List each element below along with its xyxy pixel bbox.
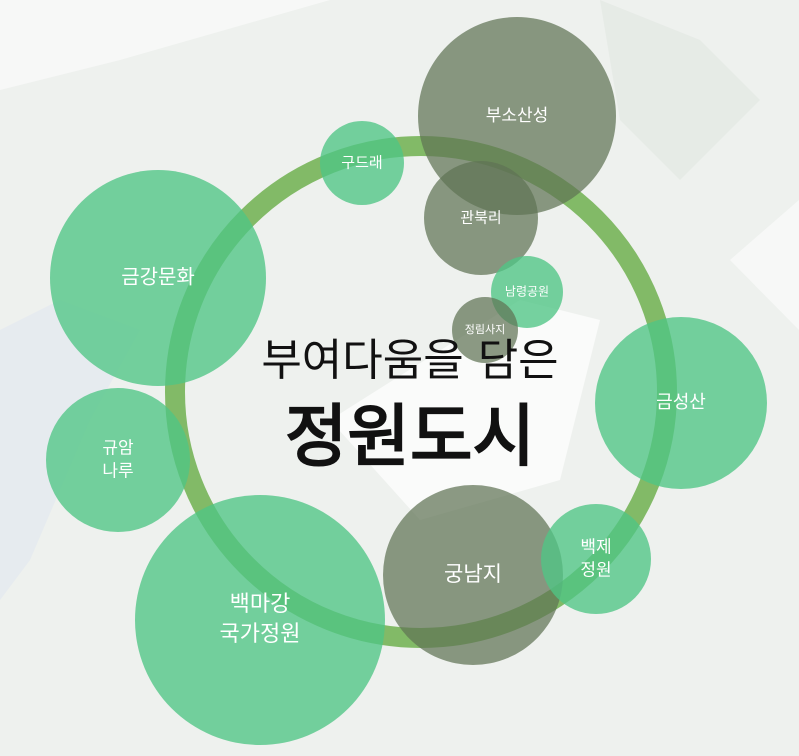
place-circle xyxy=(541,504,651,614)
place-label: 부소산성 xyxy=(486,106,549,126)
place-gudeurae: 구드래 xyxy=(320,121,404,205)
place-geumseongsan: 금성산 xyxy=(595,317,767,489)
place-label: 금강문화 xyxy=(121,265,195,289)
place-label: 백마강 xyxy=(230,592,291,617)
place-label: 남령공원 xyxy=(505,285,549,299)
title: 부여다움을 담은 정원도시 xyxy=(261,335,558,477)
place-gwanbukri: 관북리 xyxy=(424,161,538,275)
place-label: 구드래 xyxy=(341,154,382,172)
place-label: 금성산 xyxy=(656,392,706,413)
place-label: 궁남지 xyxy=(444,562,502,586)
place-circle xyxy=(46,388,190,532)
place-circle xyxy=(424,161,538,275)
place-circle xyxy=(320,121,404,205)
place-geumgang: 금강문화 xyxy=(50,170,266,386)
title-line1: 부여다움을 담은 xyxy=(261,335,558,386)
place-circle xyxy=(383,485,563,665)
title-line2: 정원도시 xyxy=(285,398,535,477)
place-label: 나루 xyxy=(102,461,133,481)
place-label: 정원 xyxy=(580,560,611,580)
place-jeongrimsaji: 정림사지 xyxy=(452,297,518,363)
place-label: 정림사지 xyxy=(465,323,505,336)
place-gungnamji: 궁남지 xyxy=(383,485,563,665)
place-circle xyxy=(452,297,518,363)
place-label: 백제 xyxy=(580,538,611,558)
place-circle xyxy=(50,170,266,386)
place-label: 관북리 xyxy=(460,209,501,227)
place-label: 규암 xyxy=(102,439,134,459)
place-circle xyxy=(135,495,385,745)
place-circle xyxy=(595,317,767,489)
place-label: 국가정원 xyxy=(220,622,301,647)
